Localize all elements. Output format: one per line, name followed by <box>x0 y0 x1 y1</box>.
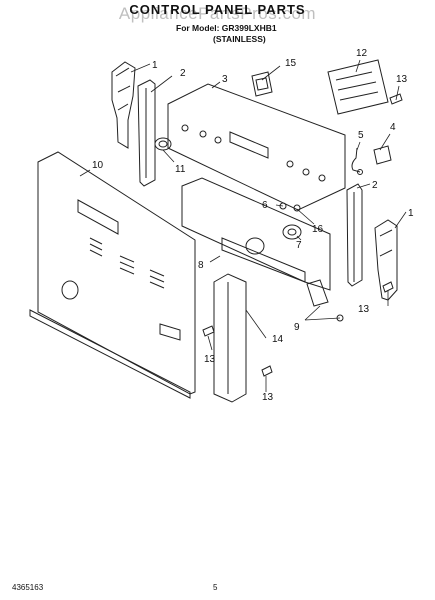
watermark: AppliancePartsPros.com <box>118 4 317 23</box>
part-5-wire <box>351 147 363 175</box>
part-1-endcap-left <box>111 61 136 149</box>
callout-5: 5 <box>358 130 364 141</box>
page-number: 5 <box>213 583 218 592</box>
part-7-knob <box>282 224 302 240</box>
callout-13-right: 13 <box>358 304 370 315</box>
callout-13-mid: 13 <box>204 354 216 365</box>
callout-15: 15 <box>285 58 297 69</box>
callout-2-top: 2 <box>180 68 186 79</box>
part-8-inner-panel <box>181 177 331 291</box>
part-12-electronic-control <box>327 59 389 115</box>
callout-7: 7 <box>296 240 302 251</box>
callout-1-right: 1 <box>408 208 414 219</box>
callout-2-right: 2 <box>372 180 378 191</box>
part-9-clip <box>306 279 344 322</box>
part-11-knob <box>154 137 172 151</box>
part-10-back-panel <box>29 151 196 399</box>
model-line: For Model: GR399LXHB1 <box>176 23 277 33</box>
callout-8: 8 <box>198 260 204 271</box>
callout-1-top: 1 <box>152 60 158 71</box>
callout-14: 14 <box>272 334 284 345</box>
callout-4: 4 <box>390 122 396 133</box>
part-1-endcap-right <box>374 219 398 301</box>
callout-labels: 1 2 3 15 12 13 5 4 10 11 2 6 16 7 8 1 13… <box>92 48 414 403</box>
callout-6: 6 <box>262 200 268 211</box>
part-3-control-panel <box>167 83 346 211</box>
page-title: CONTROL PANEL PARTS <box>129 2 306 17</box>
callout-12: 12 <box>356 48 368 59</box>
part-number: 4365163 <box>12 583 44 592</box>
callout-13-bottom: 13 <box>262 392 274 403</box>
part-15-switch <box>251 71 273 97</box>
part-2-bracket-right <box>346 183 363 287</box>
part-14-channel <box>213 273 247 403</box>
part-6-screw <box>279 202 301 212</box>
part-4-block <box>373 145 392 165</box>
part-2-bracket-left <box>137 79 156 187</box>
callout-13-top: 13 <box>396 74 408 85</box>
callout-10: 10 <box>92 160 104 171</box>
callout-11: 11 <box>175 164 186 175</box>
part-13-screw-c <box>382 281 394 293</box>
color-line: (STAINLESS) <box>213 34 266 44</box>
part-13-screw-b <box>261 365 273 377</box>
leader-lines <box>79 59 407 392</box>
callout-9: 9 <box>294 322 300 333</box>
callout-16: 16 <box>312 224 324 235</box>
part-13-screw-a <box>202 325 215 337</box>
callout-3: 3 <box>222 74 228 85</box>
